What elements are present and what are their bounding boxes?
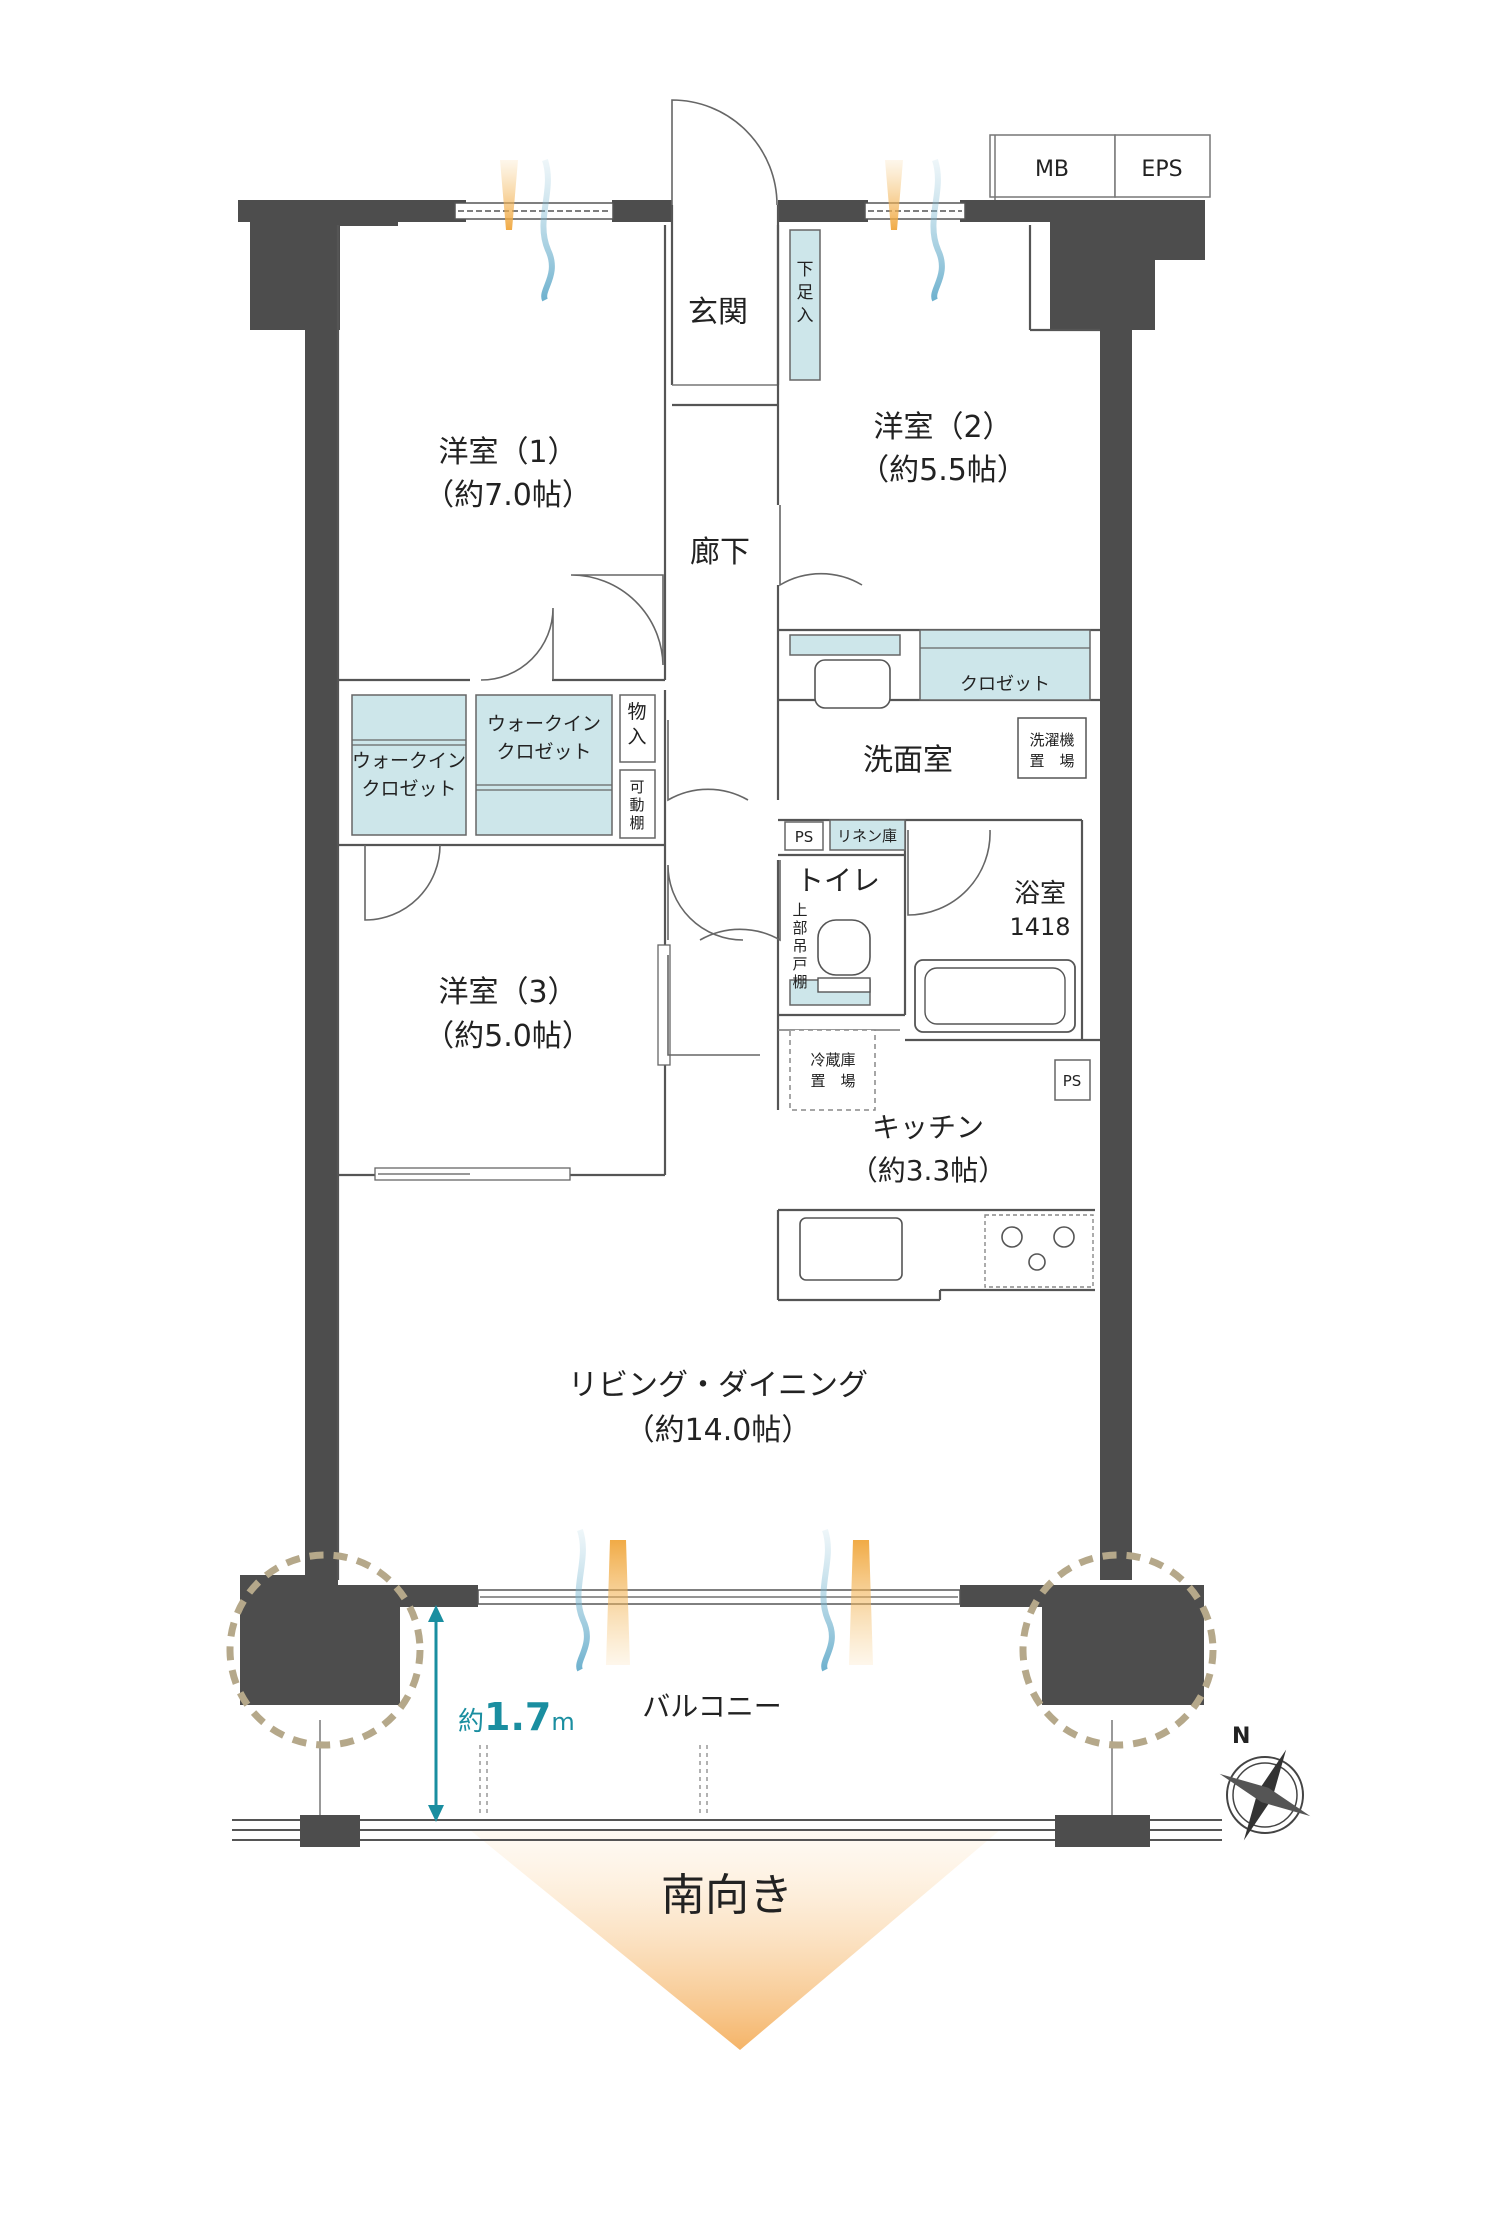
svg-text:約1.7m: 約1.7m xyxy=(458,1695,575,1739)
shoebox-char-2: 足 xyxy=(797,283,814,303)
eps-label: EPS xyxy=(1141,157,1182,182)
shoebox-char-3: 入 xyxy=(797,306,814,326)
entrance-label: 玄関 xyxy=(688,295,748,330)
western2-name: 洋室（2） xyxy=(873,410,1012,445)
room3-sliding-door[interactable] xyxy=(374,1167,571,1181)
balcony-railing xyxy=(232,1720,1222,1847)
kitchen-label: キッチン xyxy=(872,1111,984,1144)
fridge-line1: 冷蔵庫 xyxy=(810,1051,855,1069)
upper-shelf-char-2: 部 xyxy=(792,919,807,937)
upper-shelf-char-4: 戸 xyxy=(792,955,807,973)
western3-size: （約5.0帖） xyxy=(424,1019,592,1054)
room-labels: 洋室（1） （約7.0帖） 洋室（2） （約5.5帖） 洋室（3） （約5.0帖… xyxy=(352,260,1081,1723)
fridge-line2: 置 場 xyxy=(810,1072,855,1090)
kitchen-counter xyxy=(799,1214,1094,1288)
south-facing-label: 南向き xyxy=(661,1870,793,1921)
south-sun-indicators xyxy=(575,1529,873,1672)
south-orientation-indicator: 南向き xyxy=(470,1830,1000,2050)
ps-label-2: PS xyxy=(1063,1072,1082,1090)
living-size: （約14.0帖） xyxy=(625,1413,812,1448)
wic-left-line1: ウォークイン xyxy=(352,750,466,772)
hallway-label: 廊下 xyxy=(690,535,750,570)
compass-north-label: N xyxy=(1232,1724,1250,1749)
column-highlights xyxy=(226,1551,1217,1749)
storage-char-2: 入 xyxy=(627,726,646,748)
balcony-label: バルコニー xyxy=(642,1690,781,1723)
kitchen-size: （約3.3帖） xyxy=(850,1154,1007,1187)
shelf-char-2: 動 xyxy=(629,796,644,814)
shelf-char-3: 棚 xyxy=(629,814,644,832)
upper-shelf-char-5: 棚 xyxy=(792,973,807,991)
compass-rose-icon: N xyxy=(1219,1724,1311,1841)
bath-size: 1418 xyxy=(1009,913,1070,941)
bathtub xyxy=(914,959,1076,1033)
exterior-walls xyxy=(238,200,1205,1705)
toilet-label: トイレ xyxy=(796,864,880,897)
dimension-unit: m xyxy=(551,1708,574,1736)
door-swings xyxy=(364,505,991,1056)
wic-right-line1: ウォークイン xyxy=(487,713,601,735)
ps-label-1: PS xyxy=(795,828,814,846)
washer-line1: 洗濯機 xyxy=(1029,731,1074,749)
storage-char-1: 物 xyxy=(627,701,646,723)
bath-label: 浴室 xyxy=(1014,879,1066,909)
western2-size: （約5.5帖） xyxy=(859,453,1027,488)
toilet-fixture xyxy=(817,919,871,993)
south-window xyxy=(477,1589,961,1605)
upper-shelf-char-1: 上 xyxy=(792,901,807,919)
washer-space xyxy=(1017,717,1087,779)
utility-boxes: MB EPS xyxy=(989,134,1211,200)
closet2-label: クロゼット xyxy=(960,674,1050,695)
dimension-prefix: 約 xyxy=(458,1707,484,1737)
room3-side-panel xyxy=(657,944,671,1066)
north-sun-indicators xyxy=(500,159,945,302)
upper-shelf-char-3: 吊 xyxy=(792,937,807,955)
linen-label: リネン庫 xyxy=(837,827,897,845)
dimension-value: 1.7 xyxy=(484,1695,551,1739)
washroom-label: 洗面室 xyxy=(863,743,953,778)
wic-left-line2: クロゼット xyxy=(361,778,456,800)
shelf-char-1: 可 xyxy=(629,778,644,796)
entrance-door[interactable] xyxy=(670,99,780,407)
shoebox-char-1: 下 xyxy=(797,260,814,280)
north-windows xyxy=(454,202,966,220)
washer-line2: 置 場 xyxy=(1029,752,1074,770)
western3-name: 洋室（3） xyxy=(438,975,577,1010)
washbasin xyxy=(814,659,891,709)
mb-label: MB xyxy=(1035,157,1069,182)
western1-size: （約7.0帖） xyxy=(424,478,592,513)
living-label: リビング・ダイニング xyxy=(568,1368,868,1403)
fridge-space xyxy=(789,1029,876,1111)
western1-name: 洋室（1） xyxy=(438,435,577,470)
balcony-depth-dimension: 約1.7m xyxy=(428,1605,575,1822)
wic-right-line2: クロゼット xyxy=(496,741,591,763)
